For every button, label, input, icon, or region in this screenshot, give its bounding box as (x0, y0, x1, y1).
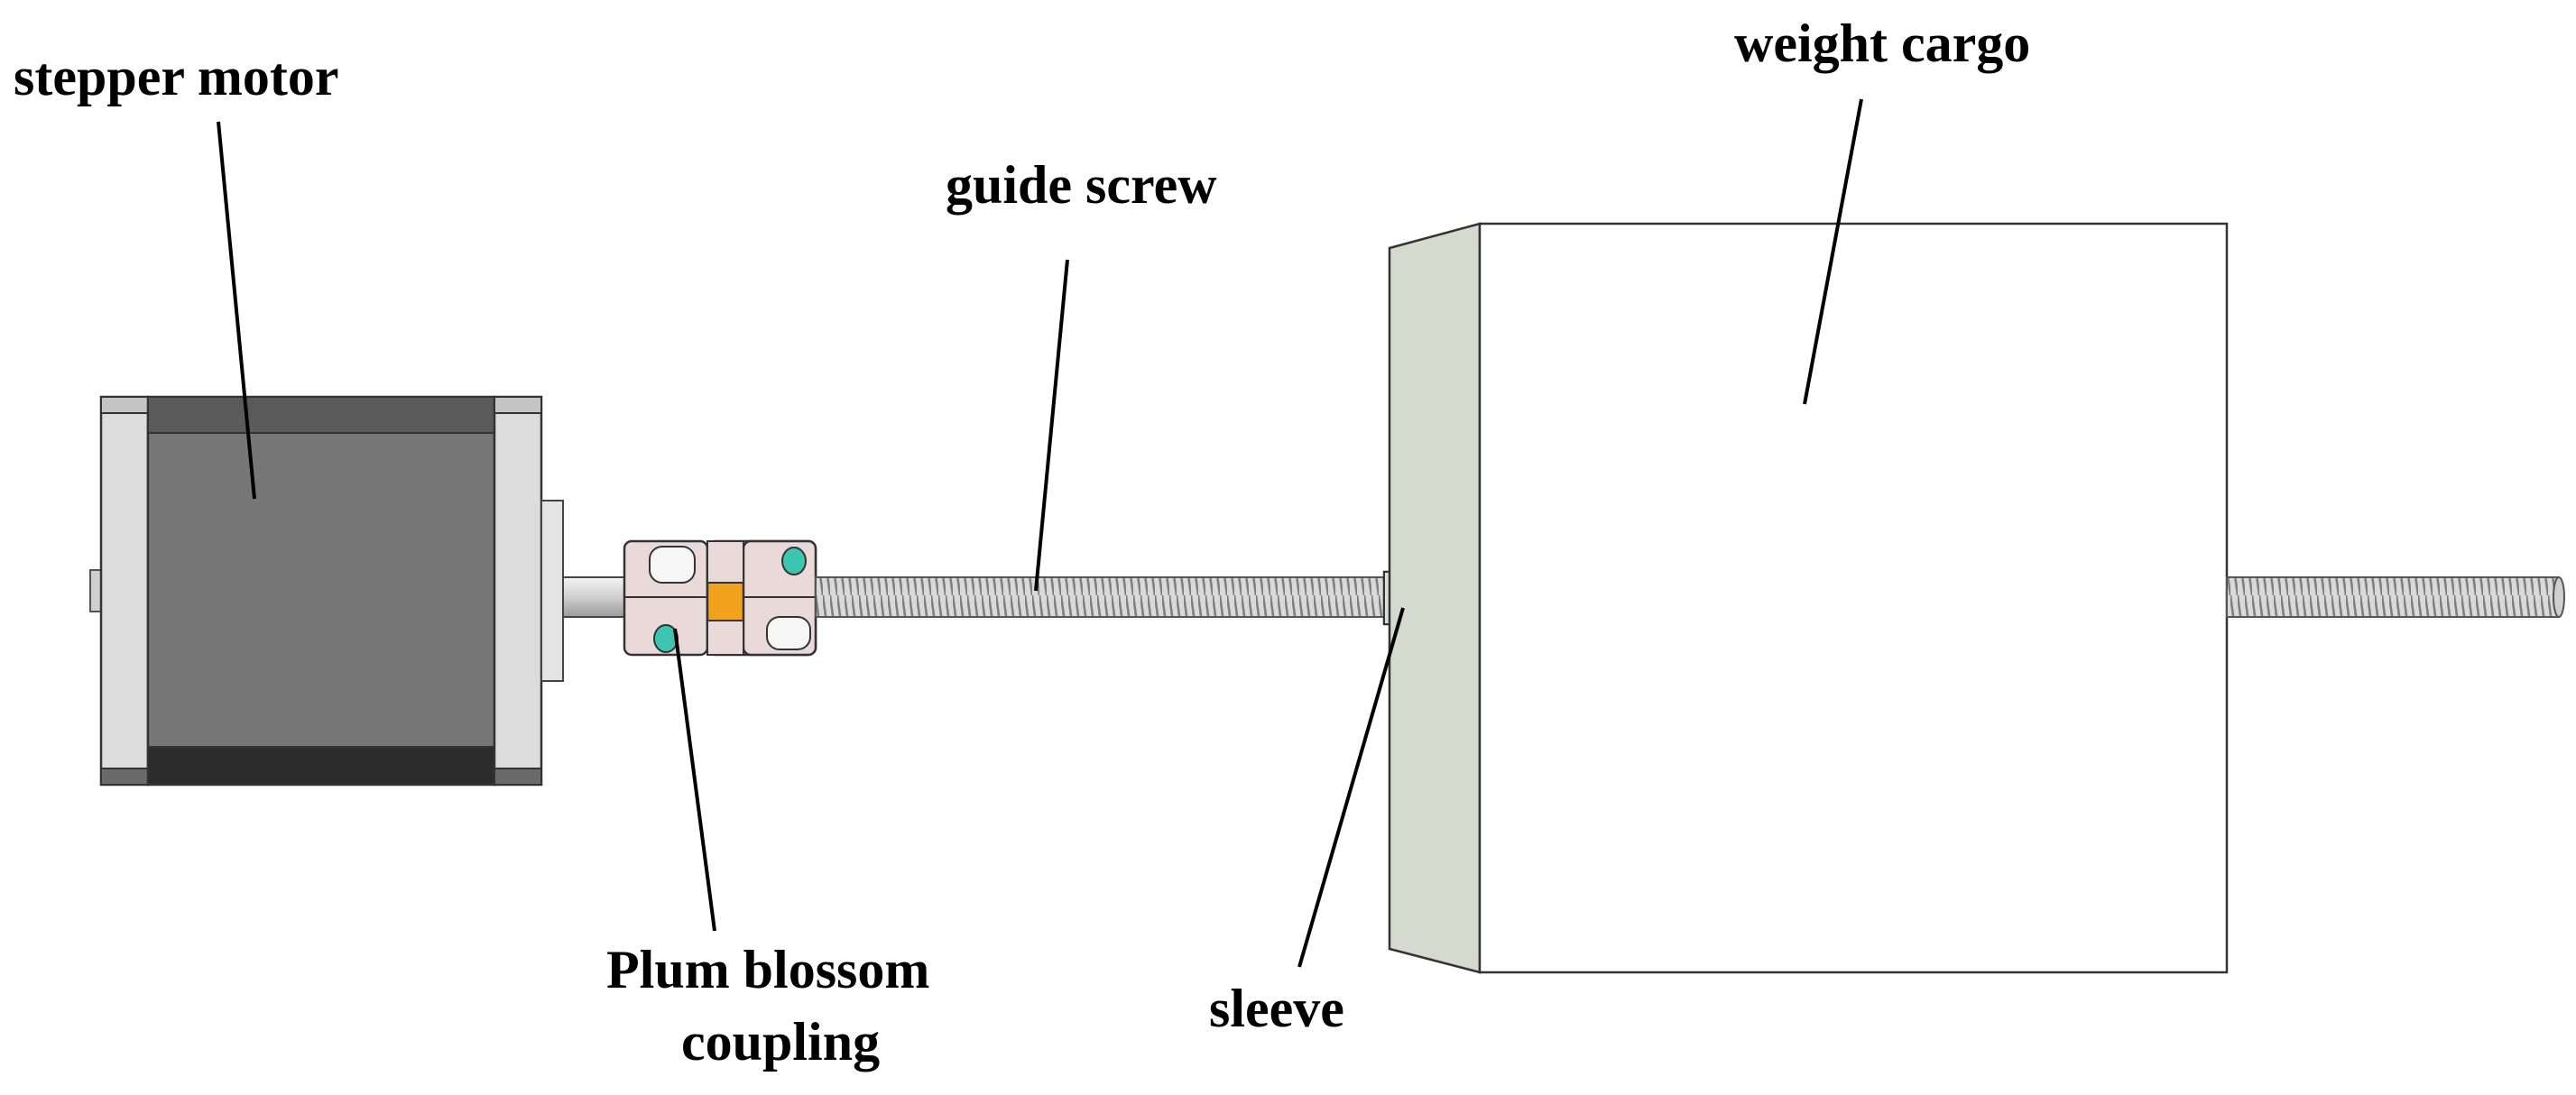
leader-weight-cargo (1803, 98, 1863, 405)
label-stepper-motor: stepper motor (14, 47, 338, 106)
leader-guide-screw (1034, 259, 1069, 592)
cargo-front-face (1478, 222, 2229, 974)
motor-rear-cap (99, 395, 150, 787)
plum-blossom-coupling (623, 539, 817, 657)
stepper-motor (89, 395, 627, 787)
coupling-spider (706, 582, 744, 621)
cargo-side-face (1388, 222, 1482, 974)
weight-cargo (1388, 222, 2229, 974)
leader-stepper-motor (217, 121, 256, 500)
motor-front-cap (493, 395, 543, 787)
label-guide-screw: guide screw (946, 155, 1217, 215)
guide-screw-exit (2226, 576, 2565, 618)
leader-coupling (673, 628, 716, 932)
motor-body (146, 395, 496, 787)
label-weight-cargo: weight cargo (1734, 14, 2030, 73)
label-sleeve: sleeve (1209, 979, 1344, 1038)
label-coupling-line1: Plum blossom (606, 940, 929, 999)
guide-screw (815, 576, 1385, 618)
coupling-screw-icon (781, 547, 807, 575)
motor-boss (540, 500, 564, 682)
motor-shaft (562, 576, 627, 618)
leader-sleeve (1297, 607, 1405, 968)
label-coupling-line2: coupling (681, 1012, 880, 1072)
leader-lines (217, 98, 1863, 968)
